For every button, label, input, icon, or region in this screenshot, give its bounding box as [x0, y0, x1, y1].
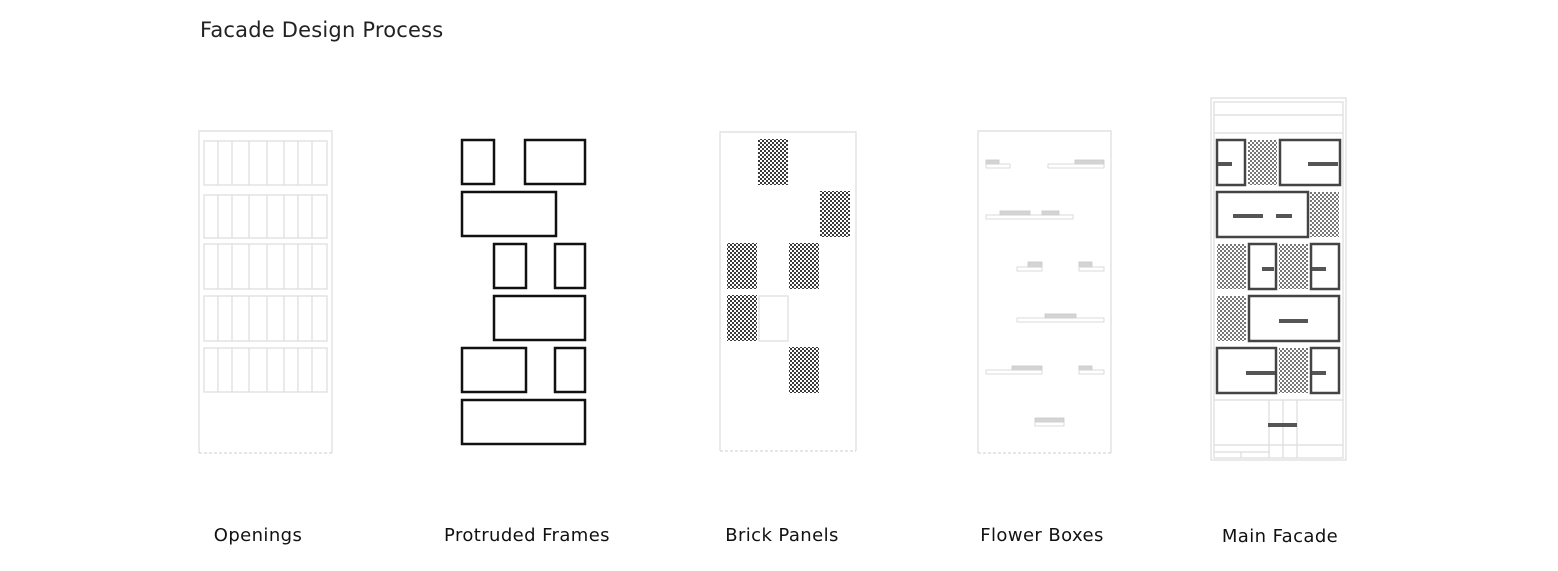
- brick-panel: [1217, 296, 1246, 341]
- building-outline: [977, 130, 1112, 453]
- flower-box: [1078, 261, 1093, 268]
- window-band: [203, 140, 328, 186]
- window-band: [203, 194, 328, 239]
- diagram-title: Facade Design Process: [200, 18, 444, 42]
- facade-frame: [1278, 138, 1342, 187]
- facade-frame: [1247, 294, 1341, 343]
- brick-panel: [789, 243, 819, 289]
- frame: [460, 398, 587, 446]
- flower-box: [1312, 267, 1326, 271]
- flower-box: [1078, 365, 1093, 371]
- flower-box-base: [985, 369, 1043, 375]
- flower-box-base: [985, 163, 1011, 169]
- brick-panel: [789, 347, 819, 393]
- brick-panel: [1217, 244, 1246, 289]
- brick-panel: [727, 243, 757, 289]
- frame: [553, 242, 587, 290]
- brick-panel: [1310, 192, 1339, 237]
- flower-box-base: [1047, 163, 1105, 169]
- facade-frame: [1309, 242, 1341, 291]
- window-band: [203, 243, 328, 290]
- flower-box-base: [1034, 421, 1065, 427]
- brick-panel: [758, 139, 788, 185]
- step-label-brick-panels: Brick Panels: [725, 525, 839, 546]
- frame: [460, 138, 496, 186]
- building-outline: [1210, 97, 1347, 461]
- flower-box: [1044, 313, 1077, 319]
- flower-box: [1233, 214, 1263, 218]
- building-outline: [198, 130, 333, 453]
- flower-box: [1011, 365, 1043, 371]
- facade-frame: [1215, 190, 1310, 239]
- flower-box: [1034, 417, 1065, 423]
- flower-box: [1041, 210, 1060, 216]
- flower-box: [1246, 371, 1275, 375]
- flower-box: [1312, 371, 1326, 375]
- brick-panel: [1248, 140, 1277, 185]
- flower-box: [1279, 319, 1308, 323]
- frame: [460, 190, 558, 238]
- brick-panel: [1279, 244, 1308, 289]
- facade-frame: [1215, 138, 1247, 187]
- flower-box: [999, 210, 1031, 216]
- facade-frame: [1215, 346, 1278, 395]
- frame: [460, 346, 528, 394]
- brick-panel: [820, 191, 850, 237]
- flower-box-base: [985, 214, 1074, 220]
- frame: [492, 294, 587, 342]
- facade-frame: [1247, 242, 1278, 291]
- flower-box: [1268, 423, 1297, 427]
- step-label-flower-boxes: Flower Boxes: [980, 525, 1104, 546]
- brick-panel: [1279, 348, 1308, 393]
- frame: [492, 242, 528, 290]
- step-label-main-facade: Main Facade: [1221, 526, 1339, 547]
- flower-box: [1308, 162, 1338, 166]
- flower-box: [1074, 159, 1105, 165]
- flower-box: [1262, 267, 1274, 271]
- flower-box-base: [1016, 266, 1043, 272]
- openings-diagram: [198, 130, 333, 454]
- flower-box-base: [1016, 317, 1105, 323]
- flower-boxes-diagram: [977, 130, 1112, 454]
- facade-frame: [1309, 346, 1341, 395]
- step-label-protruded-frames: Protruded Frames: [444, 525, 610, 546]
- flower-box: [1218, 162, 1232, 166]
- window-band: [203, 295, 328, 342]
- flower-box-base: [1078, 266, 1105, 272]
- protruded-frames-diagram: [460, 138, 587, 446]
- main-facade-diagram: [1210, 97, 1347, 461]
- flower-box: [985, 159, 1000, 165]
- brick-panel: [727, 295, 757, 341]
- brick-panels-diagram: [719, 131, 857, 452]
- frame: [523, 138, 587, 186]
- step-label-openings: Openings: [213, 525, 303, 546]
- inner-outline: [1213, 101, 1344, 459]
- empty-panel: [758, 295, 789, 342]
- flower-box: [1027, 261, 1043, 268]
- flower-box-base: [1078, 369, 1105, 375]
- frame: [553, 346, 587, 394]
- flower-box: [1276, 214, 1292, 218]
- building-outline: [719, 131, 857, 451]
- window-band: [203, 347, 328, 393]
